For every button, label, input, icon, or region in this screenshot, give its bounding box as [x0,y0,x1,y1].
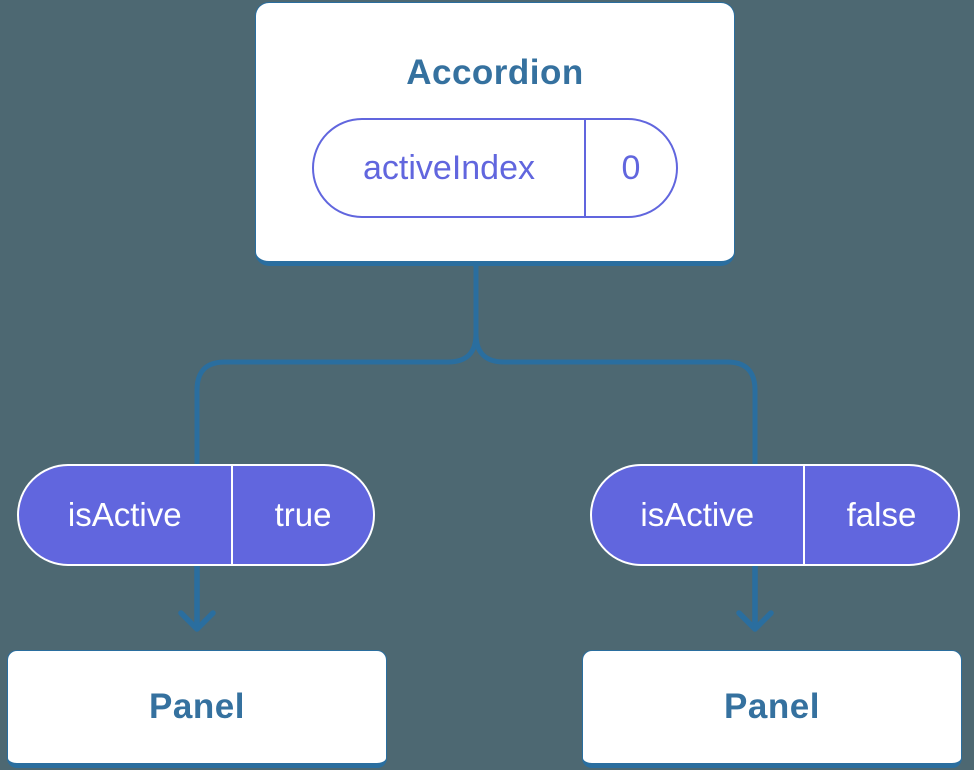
panel-title: Panel [724,687,820,726]
prop-pill-value: true [274,496,332,533]
prop-pill-divider [230,466,233,564]
panel-card-left: Panel [7,650,387,768]
prop-pill-label: isActive [640,496,755,533]
state-pill-label: activeIndex [363,148,535,187]
branch-line-right [473,333,758,470]
accordion-title: Accordion [406,53,584,92]
prop-pill-is-active-true: isActive true [17,464,375,566]
arrowhead-left-icon [178,610,216,632]
prop-pill-value: false [846,496,917,533]
state-pill: activeIndex 0 [312,118,678,218]
arrowhead-right-icon [736,610,774,632]
prop-pill-is-active-false: isActive false [590,464,960,566]
branch-line-left [194,256,479,470]
accordion-card: Accordion activeIndex 0 [255,2,735,266]
state-pill-divider [584,120,586,216]
state-pill-value: 0 [621,148,641,187]
panel-title: Panel [149,687,245,726]
prop-pill-label: isActive [67,496,182,533]
panel-card-right: Panel [582,650,962,768]
prop-pill-divider [802,466,805,564]
